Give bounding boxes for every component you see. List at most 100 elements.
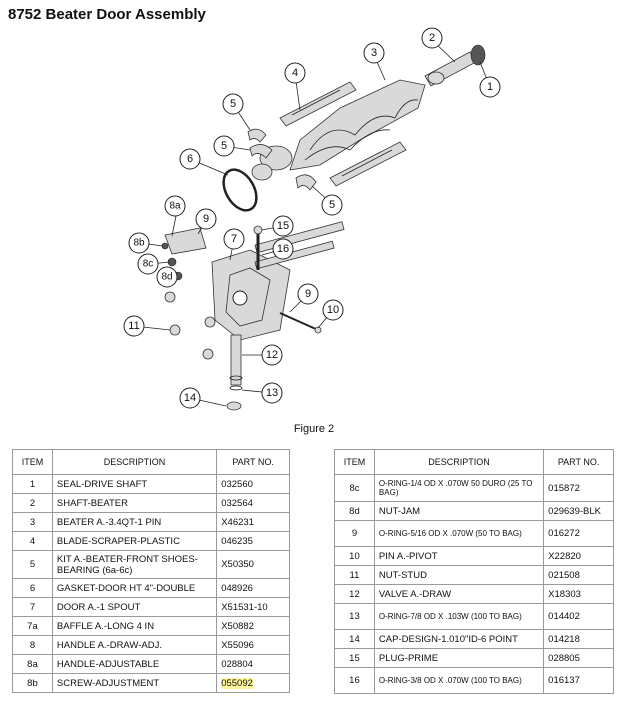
callout: 3	[363, 42, 385, 64]
svg-text:5: 5	[221, 140, 227, 152]
item-cell: 8a	[12, 654, 53, 674]
description-cell: KIT A.-BEATER-FRONT SHOES-BEARING (6a-6c…	[51, 550, 218, 579]
description-cell: HANDLE-ADJUSTABLE	[51, 654, 218, 674]
item-cell: 11	[334, 565, 375, 585]
callout: 15	[272, 215, 294, 237]
part-no-cell: 032560	[216, 474, 290, 494]
callout: 16	[272, 238, 294, 260]
callout: 5	[213, 135, 235, 157]
svg-text:3: 3	[371, 47, 377, 59]
scraper-blade-part	[279, 81, 407, 187]
callout: 13	[261, 382, 283, 404]
description-cell: CAP-DESIGN-1.010"ID-6 POINT	[373, 629, 545, 649]
description-cell: O-RING-3/8 OD X .070W (100 TO BAG)	[373, 667, 545, 694]
item-cell: 1	[12, 474, 53, 494]
callout: 2	[421, 27, 443, 49]
svg-text:4: 4	[292, 67, 298, 79]
part-no-cell: X50350	[216, 550, 290, 579]
part-no-cell: 055092	[216, 673, 290, 693]
part-no-cell: 014402	[543, 603, 614, 630]
item-cell: 8	[12, 635, 53, 655]
description-cell: NUT-JAM	[373, 501, 545, 521]
part-no-cell: 048926	[216, 578, 290, 598]
svg-text:5: 5	[230, 98, 236, 110]
svg-text:10: 10	[327, 304, 339, 316]
callout: 8d	[156, 266, 178, 288]
svg-text:11: 11	[128, 320, 139, 332]
callout: 5	[321, 194, 343, 216]
svg-text:12: 12	[266, 349, 278, 361]
item-cell: 6	[12, 578, 53, 598]
part-no-cell: 021508	[543, 565, 614, 585]
callout: 8a	[164, 195, 186, 217]
beater-assembly-part	[251, 79, 426, 181]
callout: 10	[322, 299, 344, 321]
stud-nut-part	[169, 324, 181, 336]
header-description: DESCRIPTION	[51, 449, 218, 475]
svg-text:6: 6	[187, 153, 193, 165]
callout: 9	[195, 208, 217, 230]
item-cell: 10	[334, 546, 375, 566]
item-cell: 3	[12, 512, 53, 532]
description-cell: NUT-STUD	[373, 565, 545, 585]
prime-plug-part	[253, 225, 263, 270]
shoe-part	[247, 128, 267, 143]
header-item: ITEM	[334, 449, 375, 475]
header-description: DESCRIPTION	[373, 449, 545, 475]
description-cell: O-RING-1/4 OD X .070W 50 DURO (25 TO BAG…	[373, 474, 545, 502]
part-no-cell: 032564	[216, 493, 290, 513]
figure-caption: Figure 2	[293, 423, 335, 435]
callout: 7	[223, 228, 245, 250]
beater-shaft-part	[424, 44, 486, 87]
description-cell: BAFFLE A.-LONG 4 IN	[51, 616, 218, 636]
item-cell: 8c	[334, 474, 375, 502]
item-cell: 2	[12, 493, 53, 513]
description-cell: BEATER A.-3.4QT-1 PIN	[51, 512, 218, 532]
item-cell: 7a	[12, 616, 53, 636]
part-no-cell: X50882	[216, 616, 290, 636]
highlighted-part-no: 055092	[221, 677, 253, 689]
callout: 5	[222, 93, 244, 115]
svg-text:9: 9	[203, 213, 209, 225]
item-cell: 16	[334, 667, 375, 694]
stud-nut-part	[204, 316, 216, 328]
pivot-pin-part	[279, 312, 322, 334]
callout: 12	[261, 344, 283, 366]
leader-lines	[133, 39, 491, 407]
part-no-cell: 028804	[216, 654, 290, 674]
svg-text:8c: 8c	[143, 259, 154, 270]
part-no-cell: 016137	[543, 667, 614, 694]
item-cell: 8d	[334, 501, 375, 521]
header-part-no: PART NO.	[543, 449, 614, 475]
page-title: 8752 Beater Door Assembly	[8, 6, 206, 23]
item-cell: 5	[12, 550, 53, 579]
svg-text:14: 14	[184, 392, 196, 404]
header-part-no: PART NO.	[216, 449, 290, 475]
description-cell: SCREW-ADJUSTMENT	[51, 673, 218, 693]
description-cell: PIN A.-PIVOT	[373, 546, 545, 566]
item-cell: 7	[12, 597, 53, 617]
svg-text:13: 13	[266, 387, 278, 399]
description-cell: SEAL-DRIVE SHAFT	[51, 474, 218, 494]
part-no-cell: X22820	[543, 546, 614, 566]
svg-text:7: 7	[231, 233, 237, 245]
callout: 11	[123, 315, 145, 337]
callout: 8c	[137, 253, 159, 275]
callout: 1	[479, 76, 501, 98]
part-no-cell: 015872	[543, 474, 614, 502]
exploded-diagram: 1 2 3 4 5 5 5 6 7 8a 8b 8c 8d 9 9 10 11 …	[123, 27, 501, 411]
stud-nut-part	[164, 291, 176, 303]
